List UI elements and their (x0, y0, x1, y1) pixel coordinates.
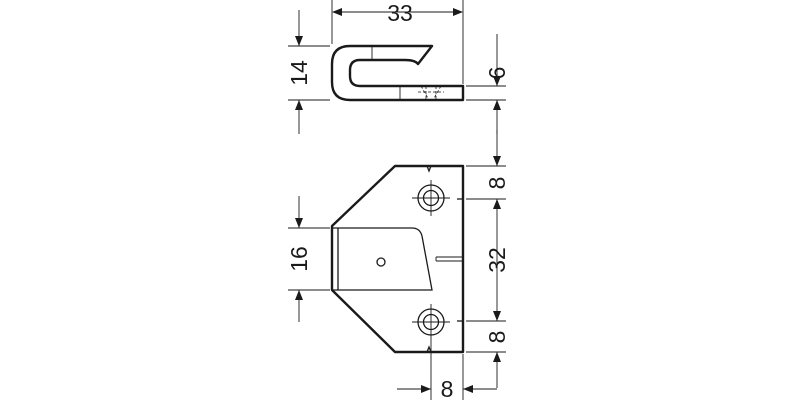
dim-bottom-width: 8 (397, 340, 497, 400)
pilot-hole (376, 257, 386, 267)
dim-tongue-height: 16 (286, 196, 330, 322)
dim-side-height: 14 (286, 10, 330, 134)
dim-label-top-width: 33 (387, 0, 413, 26)
dim-label-bottom-margin: 8 (484, 331, 510, 344)
dim-label-hole-spacing: 32 (484, 247, 510, 273)
dim-label-side-height: 14 (286, 60, 312, 86)
tongue-outline (332, 227, 433, 291)
front-plate-view (330, 164, 465, 354)
dim-right-chain: 8 32 8 (466, 130, 510, 388)
countersink-hidden-lines (418, 85, 444, 101)
lower-screw-hole (412, 304, 450, 340)
dim-top-width: 33 (331, 0, 464, 84)
bottom-notch (426, 345, 432, 353)
top-notch (426, 165, 432, 173)
top-profile-view (330, 44, 465, 102)
dim-label-slot-height: 6 (484, 67, 510, 80)
dim-label-top-margin: 8 (484, 177, 510, 190)
upper-screw-hole (412, 180, 450, 216)
profile-outline (330, 44, 465, 102)
dim-label-bottom-width: 8 (441, 376, 454, 400)
plate-outline (330, 164, 465, 354)
dim-slot-height: 6 (466, 34, 510, 134)
dim-label-tongue-height: 16 (286, 246, 312, 272)
